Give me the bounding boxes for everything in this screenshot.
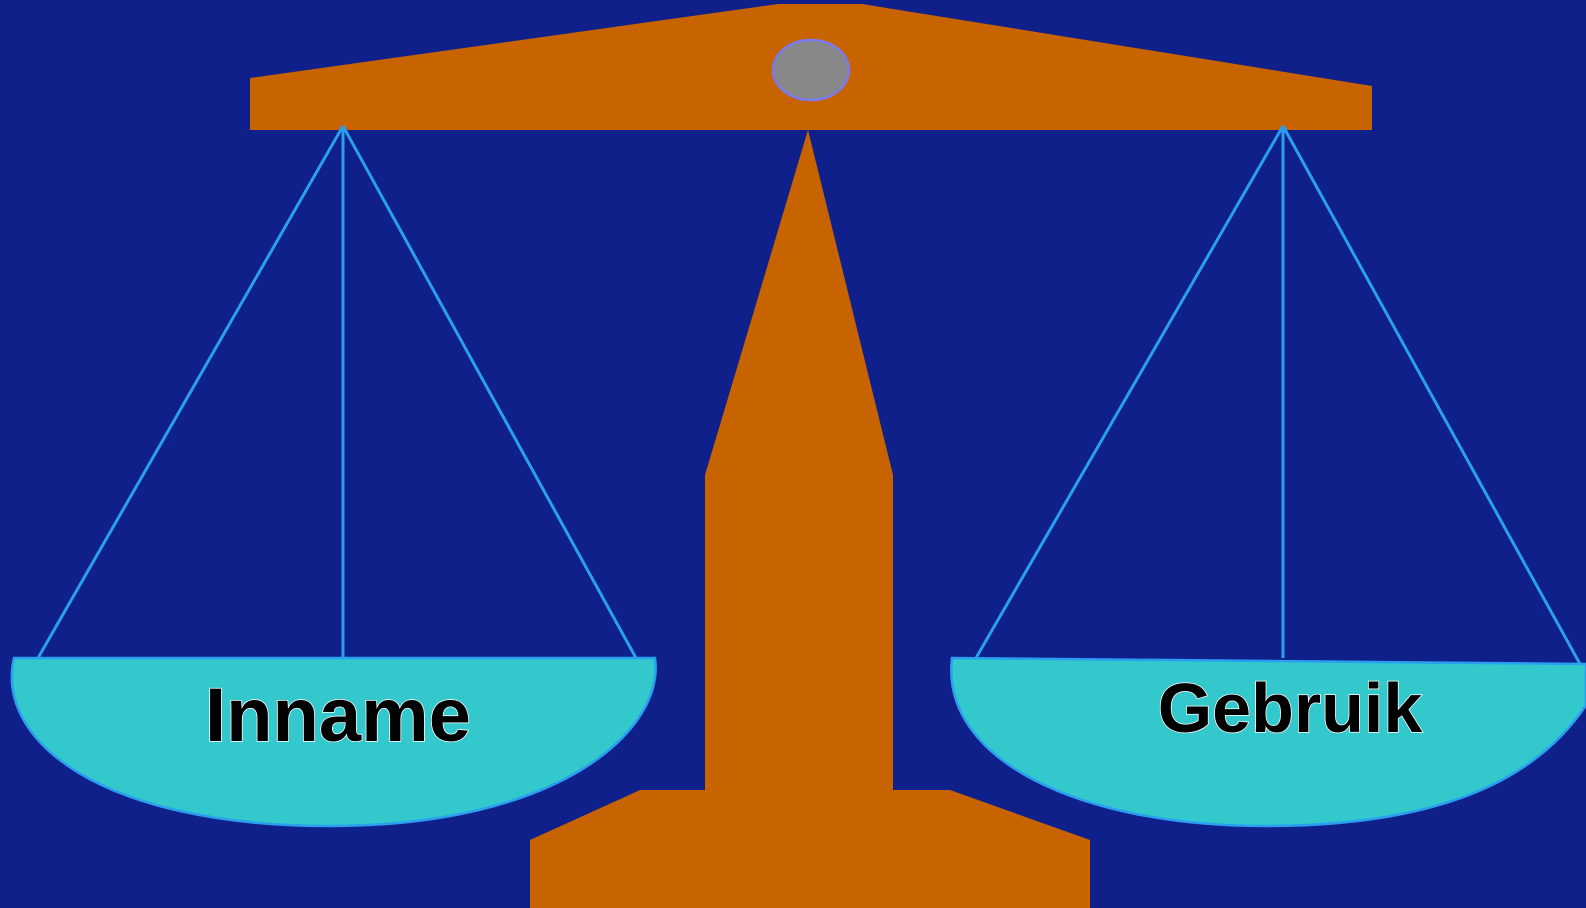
right-pan-label: Gebruik xyxy=(1158,669,1423,747)
pivot-knob xyxy=(773,40,849,100)
scale-base xyxy=(530,790,1090,908)
left-pan-strings xyxy=(38,126,636,658)
scale-post xyxy=(705,130,893,790)
left-pan-label: Inname xyxy=(205,673,471,758)
right-pan-strings xyxy=(976,126,1580,664)
